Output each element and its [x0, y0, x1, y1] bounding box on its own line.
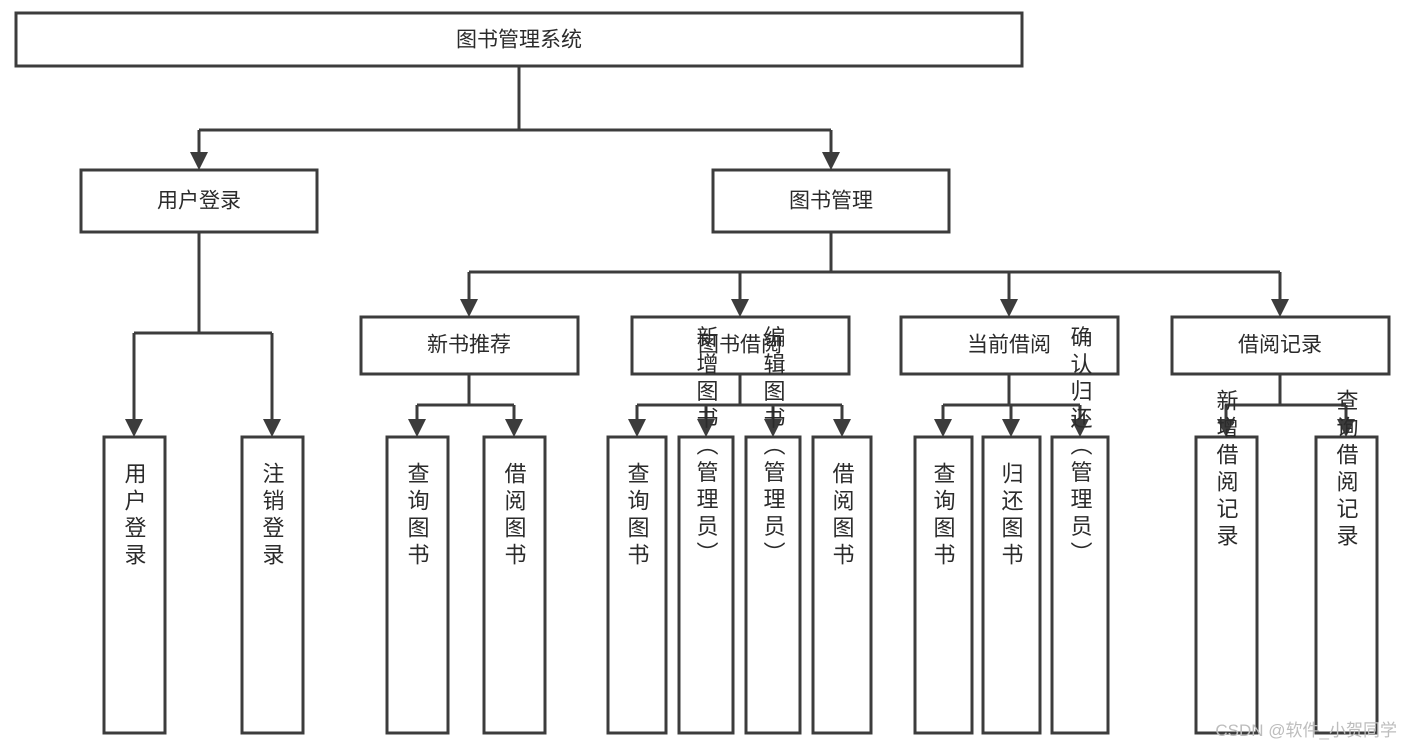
node-leaf-query-book-3-box[interactable]: [913, 435, 974, 735]
connector-root-trunk: [197, 66, 833, 155]
node-leaf-query-record-label: 查询借阅记录: [1334, 389, 1359, 551]
node-new-book-recommend-label: 新书推荐: [427, 334, 511, 357]
node-leaf-add-book-box[interactable]: [677, 435, 735, 735]
node-book-manage[interactable]: 图书管理: [711, 168, 951, 234]
node-new-book-recommend-box[interactable]: [359, 315, 580, 376]
node-user-login-label: 用户登录: [157, 190, 241, 213]
node-leaf-borrow-book-1-label: 借阅图书: [502, 462, 527, 570]
node-leaf-query-book-2[interactable]: 查询图书: [606, 435, 668, 735]
connector-new-book-recommend-trunk: [415, 374, 516, 422]
node-book-manage-box[interactable]: [711, 168, 951, 234]
arrowhead-leaf-borrow-book-2: [833, 419, 851, 437]
connector-current-borrow-trunk: [941, 374, 1082, 422]
node-borrow-record-label: 借阅记录: [1238, 334, 1322, 357]
node-root[interactable]: 图书管理系统: [14, 11, 1024, 68]
node-leaf-return-book[interactable]: 归还图书: [981, 435, 1042, 735]
node-leaf-confirm-return[interactable]: 确认归还（管理员）: [1050, 326, 1110, 735]
node-borrow-record-box[interactable]: [1170, 315, 1391, 376]
arrowhead-leaf-confirm-return: [1071, 419, 1089, 437]
node-book-borrow-label: 图书借阅: [698, 334, 782, 357]
arrowhead-leaf-edit-book: [764, 419, 782, 437]
node-leaf-add-record-label: 新增借阅记录: [1214, 389, 1239, 551]
node-leaf-user-logout[interactable]: 注销登录: [240, 435, 305, 735]
arrowhead-leaf-query-book-1: [408, 419, 426, 437]
node-leaf-edit-book-label: 编辑图书（管理员）: [761, 326, 786, 569]
connector-borrow-record-trunk: [1224, 374, 1348, 422]
node-leaf-add-book[interactable]: 新增图书（管理员）: [677, 326, 735, 735]
node-book-manage-label: 图书管理: [789, 190, 873, 213]
node-current-borrow[interactable]: 当前借阅: [899, 315, 1120, 376]
arrowhead-leaf-user-logout: [263, 419, 281, 437]
node-new-book-recommend[interactable]: 新书推荐: [359, 315, 580, 376]
arrowhead-user-login: [190, 152, 208, 170]
node-user-login-box[interactable]: [79, 168, 319, 234]
node-leaf-query-record-box[interactable]: [1314, 435, 1379, 735]
arrowhead-leaf-return-book: [1002, 419, 1020, 437]
node-leaf-query-book-2-box[interactable]: [606, 435, 668, 735]
arrowhead-book-manage: [822, 152, 840, 170]
node-leaf-user-login[interactable]: 用户登录: [102, 435, 167, 735]
node-leaf-borrow-book-2[interactable]: 借阅图书: [811, 435, 873, 735]
arrowhead-leaf-query-book-2: [628, 419, 646, 437]
node-leaf-query-book-2-label: 查询图书: [625, 462, 650, 570]
node-leaf-borrow-book-1-box[interactable]: [482, 435, 547, 735]
node-root-box[interactable]: [14, 11, 1024, 68]
node-borrow-record[interactable]: 借阅记录: [1170, 315, 1391, 376]
arrowhead-leaf-query-book-3: [934, 419, 952, 437]
node-leaf-borrow-book-2-box[interactable]: [811, 435, 873, 735]
node-leaf-return-book-label: 归还图书: [999, 462, 1024, 570]
node-leaf-user-login-label: 用户登录: [122, 462, 147, 570]
node-leaf-user-logout-label: 注销登录: [260, 462, 285, 570]
arrowhead-borrow-record: [1271, 299, 1289, 317]
node-leaf-query-book-1-box[interactable]: [385, 435, 450, 735]
csdn-watermark: CSDN @软件_小贺同学: [1215, 721, 1397, 740]
node-leaf-user-login-box[interactable]: [102, 435, 167, 735]
node-leaf-add-book-label: 新增图书（管理员）: [694, 326, 719, 569]
node-current-borrow-box[interactable]: [899, 315, 1120, 376]
node-leaf-query-book-1[interactable]: 查询图书: [385, 435, 450, 735]
node-leaf-query-book-3[interactable]: 查询图书: [913, 435, 974, 735]
node-leaf-query-record[interactable]: 查询借阅记录: [1314, 389, 1379, 735]
connector-user-login-trunk: [132, 232, 274, 422]
node-leaf-borrow-book-1[interactable]: 借阅图书: [482, 435, 547, 735]
arrowhead-leaf-query-record: [1337, 419, 1355, 437]
arrowhead-leaf-borrow-book-1: [505, 419, 523, 437]
connector-book-borrow-trunk: [635, 374, 844, 422]
node-leaf-edit-book-box[interactable]: [744, 435, 802, 735]
connector-book-manage-trunk: [467, 232, 1282, 302]
node-leaf-query-book-3-label: 查询图书: [931, 462, 956, 570]
arrowhead-book-borrow: [731, 299, 749, 317]
node-leaf-return-book-box[interactable]: [981, 435, 1042, 735]
arrowhead-leaf-add-record: [1217, 419, 1235, 437]
arrowhead-leaf-user-login: [125, 419, 143, 437]
node-book-borrow[interactable]: 图书借阅: [630, 315, 851, 376]
node-user-login[interactable]: 用户登录: [79, 168, 319, 234]
node-leaf-user-logout-box[interactable]: [240, 435, 305, 735]
arrowhead-leaf-add-book: [697, 419, 715, 437]
connector-layer: [125, 66, 1355, 437]
node-leaf-borrow-book-2-label: 借阅图书: [830, 462, 855, 570]
node-leaf-add-record[interactable]: 新增借阅记录: [1194, 389, 1259, 735]
node-leaf-confirm-return-label: 确认归还（管理员）: [1068, 326, 1093, 569]
arrowhead-current-borrow: [1000, 299, 1018, 317]
node-current-borrow-label: 当前借阅: [967, 334, 1051, 357]
node-leaf-edit-book[interactable]: 编辑图书（管理员）: [744, 326, 802, 735]
node-leaf-add-record-box[interactable]: [1194, 435, 1259, 735]
node-leaf-query-book-1-label: 查询图书: [405, 462, 430, 570]
node-book-borrow-box[interactable]: [630, 315, 851, 376]
arrowhead-new-book-recommend: [460, 299, 478, 317]
node-leaf-confirm-return-box[interactable]: [1050, 435, 1110, 735]
node-root-label: 图书管理系统: [456, 29, 582, 52]
